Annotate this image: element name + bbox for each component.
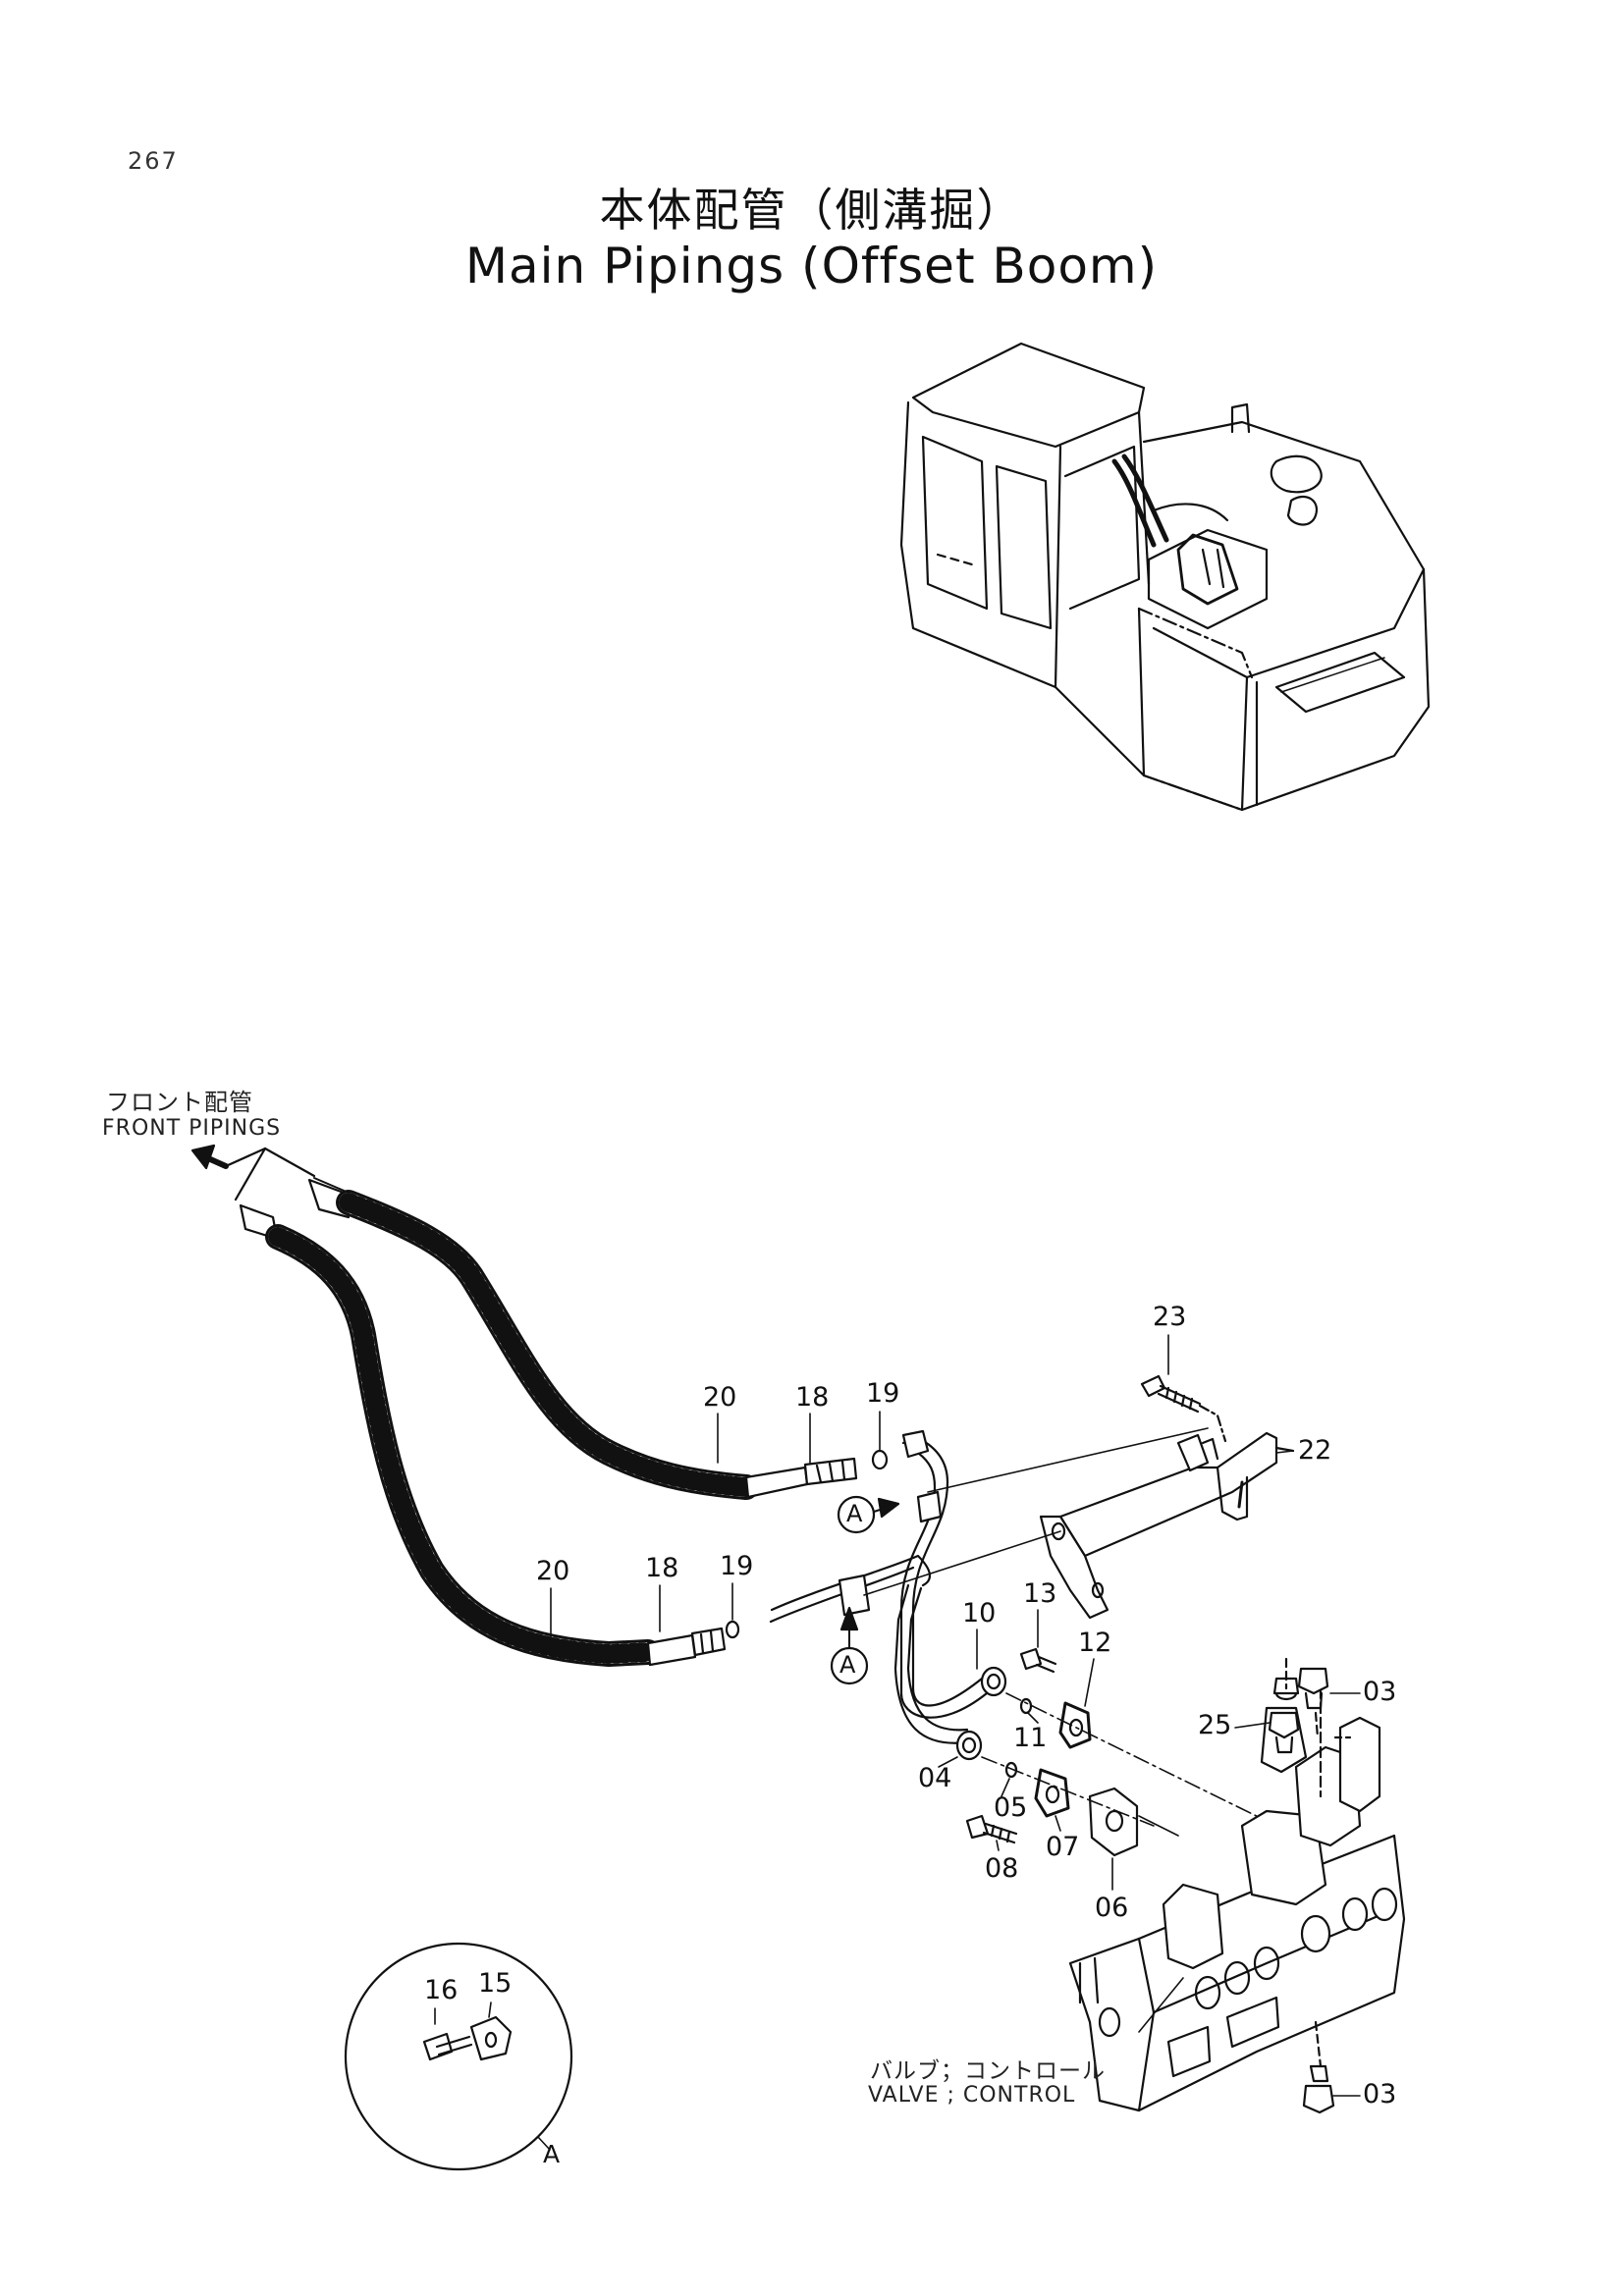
page-title-japanese: 本体配管（側溝掘） bbox=[599, 184, 1024, 237]
front-pipings-note-japanese: フロント配管 bbox=[106, 1089, 253, 1116]
callout-label: 18 bbox=[795, 1382, 830, 1413]
detail-callout-label: 15 bbox=[478, 1968, 513, 1999]
hose-upper bbox=[307, 1177, 858, 1500]
o-ring-19-lower bbox=[725, 1620, 740, 1639]
callout-label: 13 bbox=[1023, 1578, 1057, 1609]
adapter-25 bbox=[1268, 1711, 1300, 1754]
clamp-lower bbox=[838, 1574, 871, 1617]
detail-view-a bbox=[344, 1942, 573, 2171]
detail-callout-label: 16 bbox=[424, 1975, 459, 2005]
callout-label: 23 bbox=[1153, 1302, 1187, 1332]
callout-label: 10 bbox=[962, 1598, 997, 1629]
callout-label: 04 bbox=[918, 1763, 952, 1793]
plug-03-top bbox=[1297, 1667, 1329, 1739]
callout-label: 25 bbox=[1198, 1710, 1232, 1740]
callout-label: 20 bbox=[703, 1382, 737, 1413]
leader-22-b bbox=[863, 1530, 1061, 1596]
detail-view-label: A bbox=[543, 2140, 561, 2168]
callout-label: 06 bbox=[1095, 1893, 1129, 1923]
callout-leaders bbox=[550, 1334, 1361, 2097]
callout-label: 20 bbox=[536, 1556, 570, 1586]
leader-22-a bbox=[927, 1427, 1209, 1493]
view-marker-a-lower bbox=[830, 1606, 869, 1685]
callout-label: 03 bbox=[1363, 1677, 1397, 1707]
callout-label: 12 bbox=[1078, 1628, 1112, 1658]
flange-parts bbox=[955, 1647, 1277, 1857]
callout-label: 22 bbox=[1298, 1435, 1332, 1466]
bolt-23 bbox=[1140, 1374, 1227, 1443]
o-ring-19-upper bbox=[871, 1449, 889, 1470]
clamp-upper bbox=[916, 1490, 943, 1523]
callout-label: 07 bbox=[1046, 1832, 1080, 1862]
callout-label: 03 bbox=[1363, 2079, 1397, 2109]
callout-label: 05 bbox=[994, 1792, 1028, 1823]
callout-label: 11 bbox=[1013, 1723, 1048, 1753]
view-marker-a-upper bbox=[837, 1495, 900, 1534]
page-number: 267 bbox=[128, 147, 179, 175]
callout-label: 08 bbox=[985, 1853, 1019, 1884]
callout-label: 18 bbox=[645, 1553, 679, 1583]
excavator-overview-illustration bbox=[899, 342, 1431, 812]
valve-note-japanese: バルブ；コントロール bbox=[870, 2058, 1106, 2084]
bracket-22 bbox=[1039, 1431, 1295, 1620]
valve-note: VALVE ; CONTROL bbox=[868, 2083, 1076, 2108]
view-marker-label: A bbox=[846, 1500, 863, 1527]
hose-lower bbox=[239, 1203, 727, 1667]
plug-03-bottom bbox=[1302, 2064, 1335, 2114]
callout-label: 19 bbox=[866, 1378, 900, 1409]
front-pipings-arrow bbox=[190, 1144, 316, 1201]
page-title: Main Pipings (Offset Boom) bbox=[464, 238, 1159, 294]
front-pipings-note: FRONT PIPINGS bbox=[102, 1116, 282, 1141]
view-marker-label: A bbox=[839, 1651, 856, 1679]
control-valve-illustration bbox=[1068, 1657, 1406, 2112]
callout-label: 19 bbox=[720, 1551, 754, 1581]
